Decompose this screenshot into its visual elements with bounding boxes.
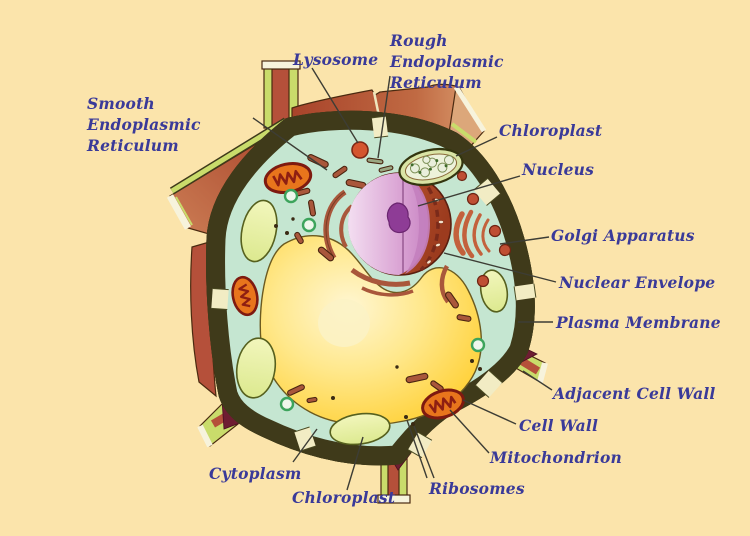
label-mitochondrion: Mitochondrion bbox=[490, 448, 622, 467]
nucleus-cut-face bbox=[348, 173, 428, 275]
nucleus-face-shade bbox=[405, 174, 430, 274]
leader-nuclear-envelope bbox=[443, 252, 557, 283]
label-chloroplast-top: Chloroplast bbox=[499, 121, 603, 140]
chloroplast-lower-left bbox=[235, 337, 277, 399]
leader-chloroplast-top bbox=[455, 136, 498, 157]
mitochondrion-left bbox=[231, 275, 259, 317]
mitochondrion-top-left bbox=[263, 161, 313, 195]
leader-adjacent-cell-wall bbox=[522, 370, 553, 391]
label-ribosomes: Ribosomes bbox=[429, 479, 525, 498]
ribosome-dots bbox=[274, 217, 482, 426]
nucleolus bbox=[386, 202, 411, 234]
chloroplast-bottom-center bbox=[329, 412, 391, 446]
label-golgi-apparatus: Golgi Apparatus bbox=[551, 226, 695, 245]
label-nucleus: Nucleus bbox=[522, 160, 595, 179]
label-rough-er: Rough Endoplasmic Reticulum bbox=[390, 31, 504, 92]
label-nuclear-envelope: Nuclear Envelope bbox=[559, 273, 716, 292]
leader-rough-er bbox=[377, 75, 391, 159]
leader-golgi bbox=[499, 236, 550, 245]
granal-chloroplast bbox=[398, 147, 464, 187]
label-plasma-membrane: Plasma Membrane bbox=[556, 313, 721, 332]
leader-lysosome bbox=[311, 67, 359, 144]
nuclear-envelope-rim bbox=[419, 176, 440, 272]
vacuole-highlight bbox=[318, 299, 370, 347]
leader-cell-wall bbox=[462, 399, 517, 425]
label-chloroplast-bottom: Chloroplast bbox=[292, 488, 396, 507]
label-adjacent-cell-wall: Adjacent Cell Wall bbox=[553, 384, 716, 403]
label-cell-wall: Cell Wall bbox=[519, 416, 599, 435]
plasmodesmata-gaps bbox=[211, 115, 537, 459]
leader-lines bbox=[252, 67, 557, 491]
label-lysosome: Lysosome bbox=[293, 50, 379, 69]
leader-ribosomes-2 bbox=[413, 425, 435, 479]
mitochondria bbox=[231, 161, 465, 420]
golgi-vesicles bbox=[456, 170, 512, 288]
nucleus bbox=[348, 172, 452, 276]
vesicles bbox=[279, 188, 486, 412]
leader-chloroplast-bottom bbox=[346, 436, 364, 491]
leader-smooth-er bbox=[252, 117, 328, 171]
chloroplasts bbox=[235, 199, 509, 446]
golgi-apparatus bbox=[453, 170, 512, 288]
lysosome bbox=[351, 141, 369, 159]
leader-nucleus bbox=[417, 175, 521, 207]
mitochondrion-bottom bbox=[421, 388, 465, 420]
label-cytoplasm: Cytoplasm bbox=[209, 464, 302, 483]
leader-cytoplasm bbox=[292, 428, 318, 463]
chloroplast-left bbox=[240, 199, 278, 263]
leader-ribosomes-1 bbox=[406, 419, 428, 479]
leader-mitochondrion bbox=[449, 409, 490, 454]
label-smooth-er: Smooth Endoplasmic Reticulum bbox=[87, 94, 201, 155]
